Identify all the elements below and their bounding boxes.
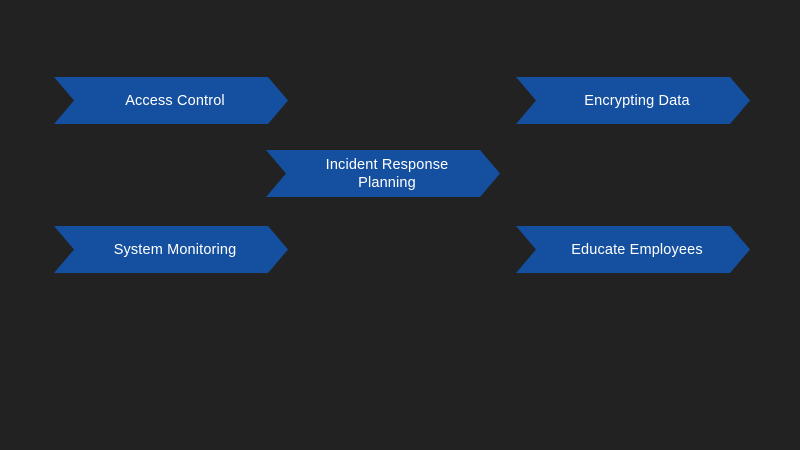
chevron-access-control[interactable]: Access Control [54,77,288,124]
chevron-incident-response-planning[interactable]: Incident Response Planning [266,150,500,197]
chevron-encrypting-data[interactable]: Encrypting Data [516,77,750,124]
chevron-system-monitoring[interactable]: System Monitoring [54,226,288,273]
chevron-label-system-monitoring: System Monitoring [113,241,237,258]
chevron-educate-employees[interactable]: Educate Employees [516,226,750,273]
chevron-label-access-control: Access Control [125,92,225,109]
chevron-label-incident-response-planning: Incident Response Planning [325,156,449,191]
chevron-label-educate-employees: Educate Employees [571,241,703,258]
chevron-label-encrypting-data: Encrypting Data [584,92,690,109]
